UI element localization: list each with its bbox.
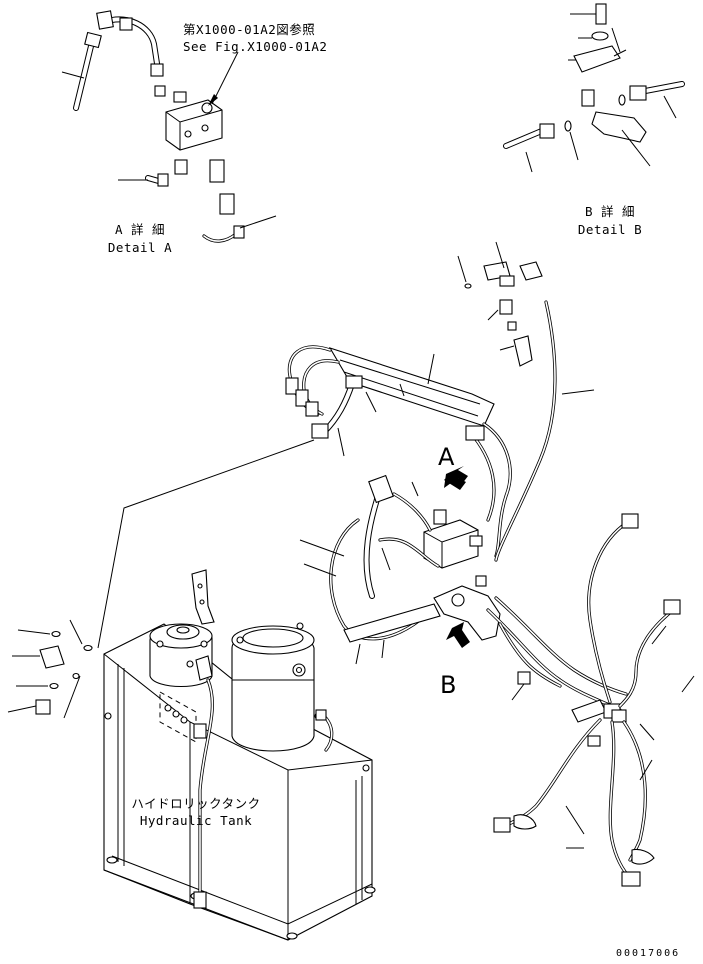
upper-fittings [457, 241, 543, 367]
detail-b-label-en: Detail B [577, 222, 643, 237]
reference-note-jp: 第X1000-01A2図参照 [183, 22, 316, 37]
detail-b-illustration [503, 3, 685, 173]
detail-a-illustration [61, 10, 277, 243]
left-small-parts [7, 619, 93, 715]
detail-a-label-jp: A 詳 細 [114, 222, 166, 237]
hydraulic-tank [103, 569, 376, 941]
view-arrows [444, 466, 470, 648]
detail-b-label-jp: B 詳 細 [584, 204, 636, 219]
reference-note-en: See Fig.X1000-01A2 [183, 39, 328, 54]
tank-label-jp: ハイドロリックタンク [131, 796, 261, 811]
detail-a-label-en: Detail A [107, 240, 173, 255]
main-pipe-assembly [285, 300, 695, 887]
view-marker-b: B [440, 671, 457, 699]
tank-label-en: Hydraulic Tank [139, 813, 253, 828]
view-marker-a: A [438, 443, 455, 471]
drawing-number: 00017006 [616, 948, 681, 959]
